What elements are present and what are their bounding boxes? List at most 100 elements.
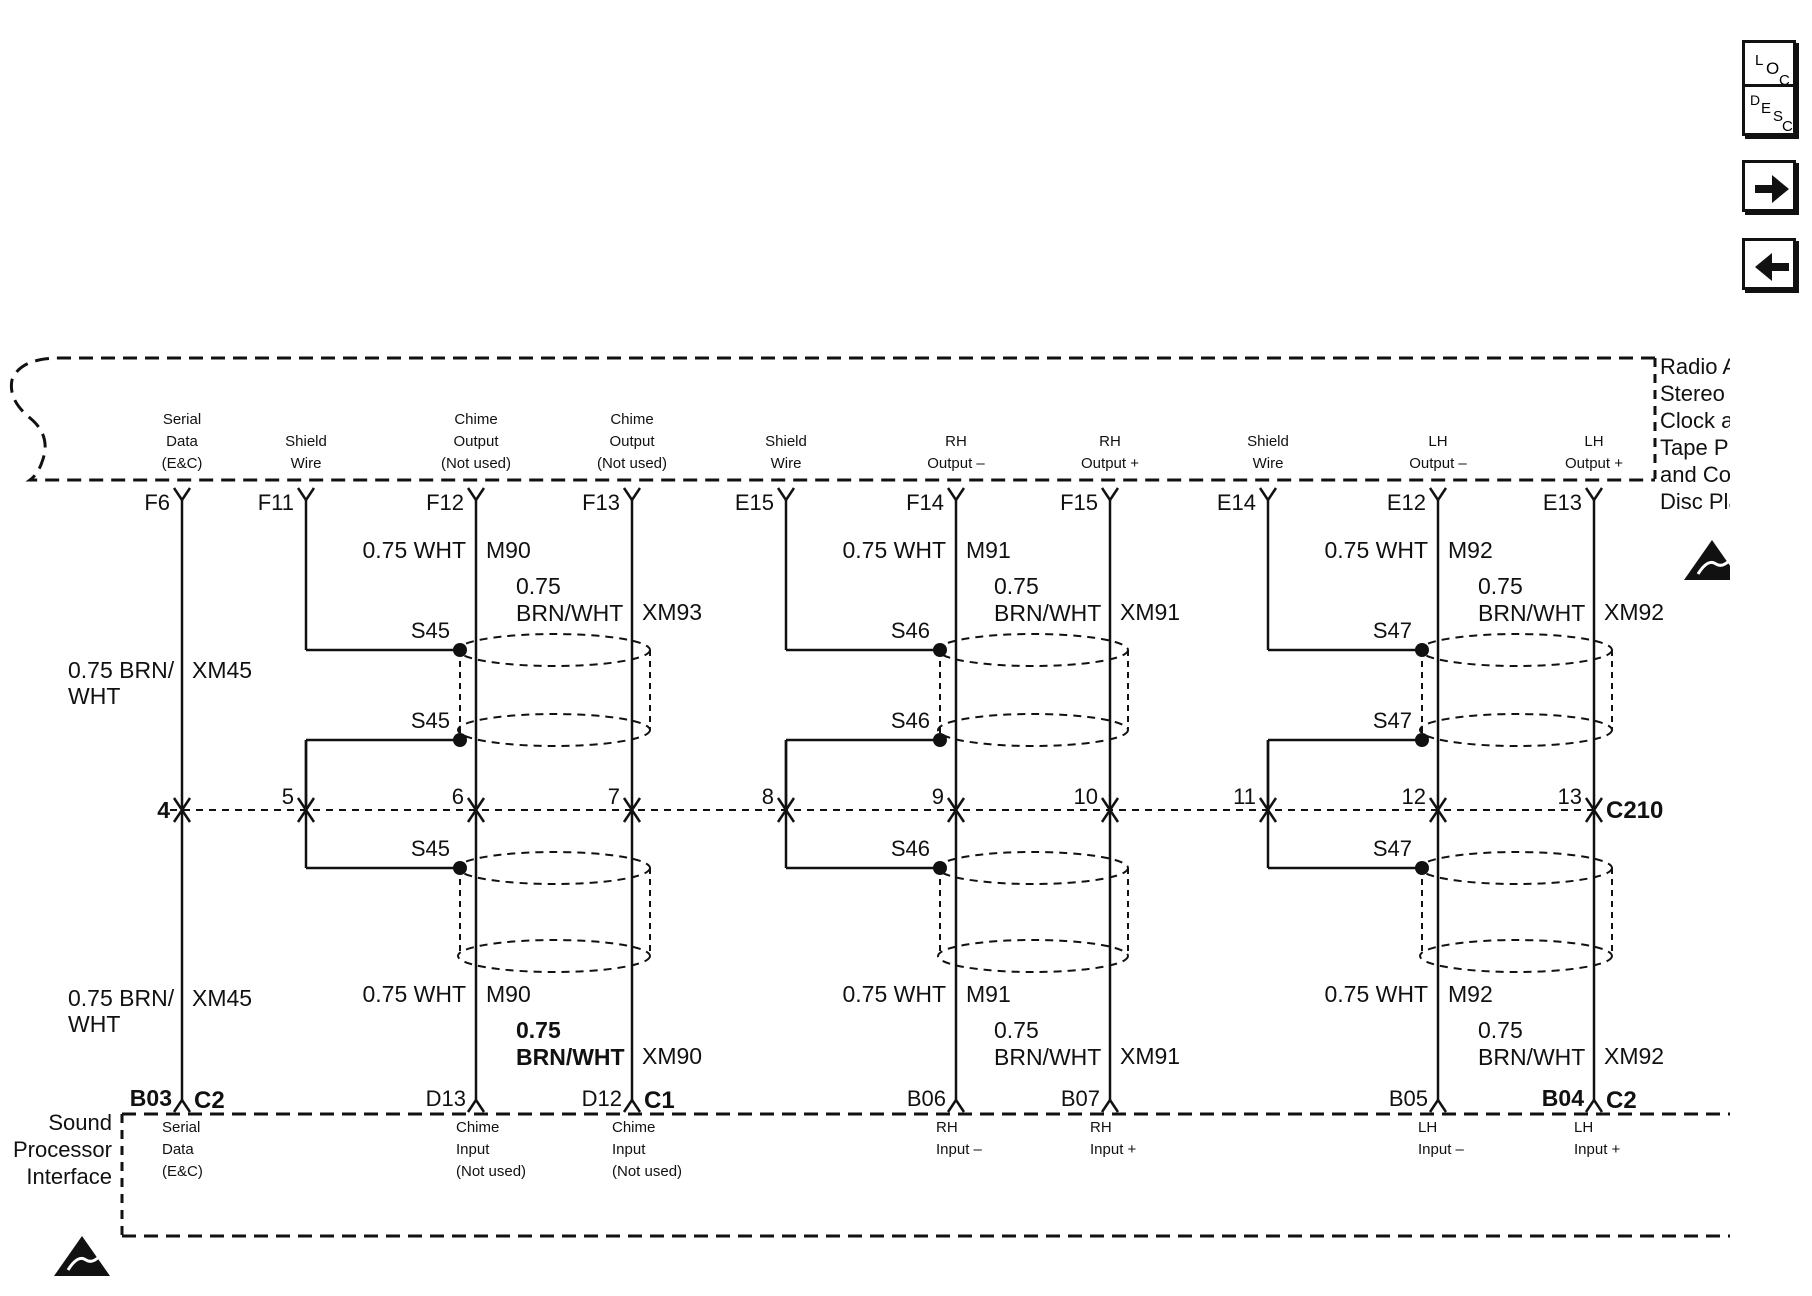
- bottom-pin-label: B06: [907, 1086, 946, 1111]
- connector-label: C2: [1606, 1087, 1637, 1114]
- connector-label: C1: [644, 1087, 675, 1114]
- pin-function-label: Input –: [936, 1141, 983, 1158]
- shield-top: [1419, 633, 1613, 667]
- wire-color-label: 0.75: [1478, 1017, 1523, 1043]
- desc-letter-3: S: [1773, 108, 1783, 125]
- terminal-fork: [466, 487, 486, 503]
- inline-cavity-label: 8: [762, 784, 774, 809]
- radio-component-label: Radio AM/FM: [1660, 354, 1730, 379]
- wire-color-label: WHT: [68, 1011, 120, 1037]
- shield-drain-wire: [304, 738, 460, 810]
- pin-function-label: Wire: [291, 455, 322, 472]
- pin-function-label: Chime: [454, 411, 497, 428]
- circuit-number-label: XM93: [642, 599, 702, 625]
- circuit-number-label: M90: [486, 537, 531, 563]
- shield-bottom: [937, 939, 1129, 973]
- bottom-pin-label: D13: [426, 1086, 466, 1111]
- wire-color-label: 0.75: [994, 1017, 1039, 1043]
- circuit-number-label: XM92: [1604, 599, 1664, 625]
- pin-function-label: Output –: [1409, 455, 1467, 472]
- pin-function-label: Data: [162, 1141, 194, 1158]
- terminal-fork: [1100, 487, 1120, 503]
- terminal-fork: [1428, 487, 1448, 503]
- inline-cavity-label: 7: [608, 784, 620, 809]
- desc-letter-4: C: [1782, 118, 1793, 135]
- pin-function-label: Input +: [1574, 1141, 1621, 1158]
- esd-warning-icon: [54, 1236, 110, 1276]
- wire-color-label: 0.75: [516, 1017, 561, 1043]
- desc-icon: D E S C: [1750, 92, 1793, 135]
- wire-color-label: BRN/WHT: [516, 600, 623, 626]
- bottom-pin-label: B04: [1542, 1085, 1584, 1111]
- wire-color-label: 0.75 WHT: [362, 981, 466, 1007]
- esd-warning-icon: [1684, 540, 1730, 580]
- wire-color-label: WHT: [68, 683, 120, 709]
- wire-color-label: 0.75 BRN/: [68, 657, 175, 683]
- terminal-fork: [946, 1097, 966, 1113]
- forward-button[interactable]: [1742, 160, 1796, 212]
- terminal-fork: [1584, 487, 1604, 503]
- terminal-fork: [1258, 487, 1278, 503]
- radio-component-label: Disc Player: [1660, 489, 1730, 514]
- circuit-number-label: XM92: [1604, 1043, 1664, 1069]
- top-pin-label: E13: [1543, 490, 1582, 515]
- circuit-number-label: XM91: [1120, 599, 1180, 625]
- terminal-fork: [1100, 1097, 1120, 1113]
- pin-function-label: Data: [166, 433, 198, 450]
- pin-function-label: (E&C): [162, 455, 203, 472]
- wire-color-label: BRN/WHT: [1478, 600, 1585, 626]
- connector-label: C2: [194, 1087, 225, 1114]
- pin-function-label: Input +: [1090, 1141, 1137, 1158]
- pin-function-label: Input –: [1418, 1141, 1465, 1158]
- shield-drain-wire: [784, 738, 940, 810]
- esd-triangle: [54, 1236, 110, 1276]
- description-button[interactable]: D E S C: [1742, 84, 1796, 136]
- pin-function-label: Input: [612, 1141, 646, 1158]
- shield-drain-wire: [1266, 738, 1422, 810]
- wire-color-label: BRN/WHT: [516, 1044, 625, 1070]
- splice-label: S45: [411, 618, 450, 643]
- shield-bottom: [937, 713, 1129, 747]
- radio-component-label: and Compact: [1660, 462, 1730, 487]
- circuit-number-label: XM91: [1120, 1043, 1180, 1069]
- pin-function-label: RH: [945, 433, 967, 450]
- back-button[interactable]: [1742, 238, 1796, 290]
- splice-label: S47: [1373, 708, 1412, 733]
- pin-function-label: Serial: [162, 1119, 200, 1136]
- wire-color-label: 0.75: [516, 573, 561, 599]
- pin-function-label: LH: [1418, 1119, 1437, 1136]
- pin-function-label: (E&C): [162, 1163, 203, 1180]
- arrow-left-icon: [1755, 253, 1789, 281]
- terminal-fork: [1584, 1097, 1604, 1113]
- radio-component-outline: [9, 356, 1655, 482]
- shield-bottom: [457, 939, 651, 973]
- inline-cavity-label: 11: [1233, 784, 1256, 809]
- bottom-pin-label: B07: [1061, 1086, 1100, 1111]
- esd-hand: [66, 1254, 102, 1271]
- pin-function-label: (Not used): [612, 1163, 682, 1180]
- loc-letter-2: O: [1766, 59, 1779, 78]
- wire-color-label: BRN/WHT: [994, 1044, 1101, 1070]
- pin-function-label: RH: [1099, 433, 1121, 450]
- location-button[interactable]: L O C: [1742, 40, 1796, 92]
- pin-function-label: (Not used): [456, 1163, 526, 1180]
- esd-hand: [1696, 558, 1730, 575]
- circuit-number-label: XM45: [192, 657, 252, 683]
- splice-label: S45: [411, 708, 450, 733]
- pin-function-label: Wire: [771, 455, 802, 472]
- splice-label: S47: [1373, 836, 1412, 861]
- inline-cavity-label: 12: [1402, 784, 1426, 809]
- inline-cavity-label: 4: [157, 797, 170, 823]
- bottom-pin-label: D12: [582, 1086, 622, 1111]
- loc-icon: L O C: [1755, 52, 1790, 89]
- sound-processor-label: Processor: [13, 1137, 112, 1162]
- terminal-fork: [296, 487, 316, 503]
- splice-label: S46: [891, 708, 930, 733]
- wiring-schematic: Radio AM/FMStereo andClock andTape Playe…: [9, 354, 1730, 1276]
- pin-function-label: Chime: [610, 411, 653, 428]
- pin-function-label: LH: [1574, 1119, 1593, 1136]
- circuit-number-label: M92: [1448, 537, 1493, 563]
- circuit-number-label: XM45: [192, 985, 252, 1011]
- terminal-fork: [466, 1097, 486, 1113]
- wire-color-label: 0.75: [994, 573, 1039, 599]
